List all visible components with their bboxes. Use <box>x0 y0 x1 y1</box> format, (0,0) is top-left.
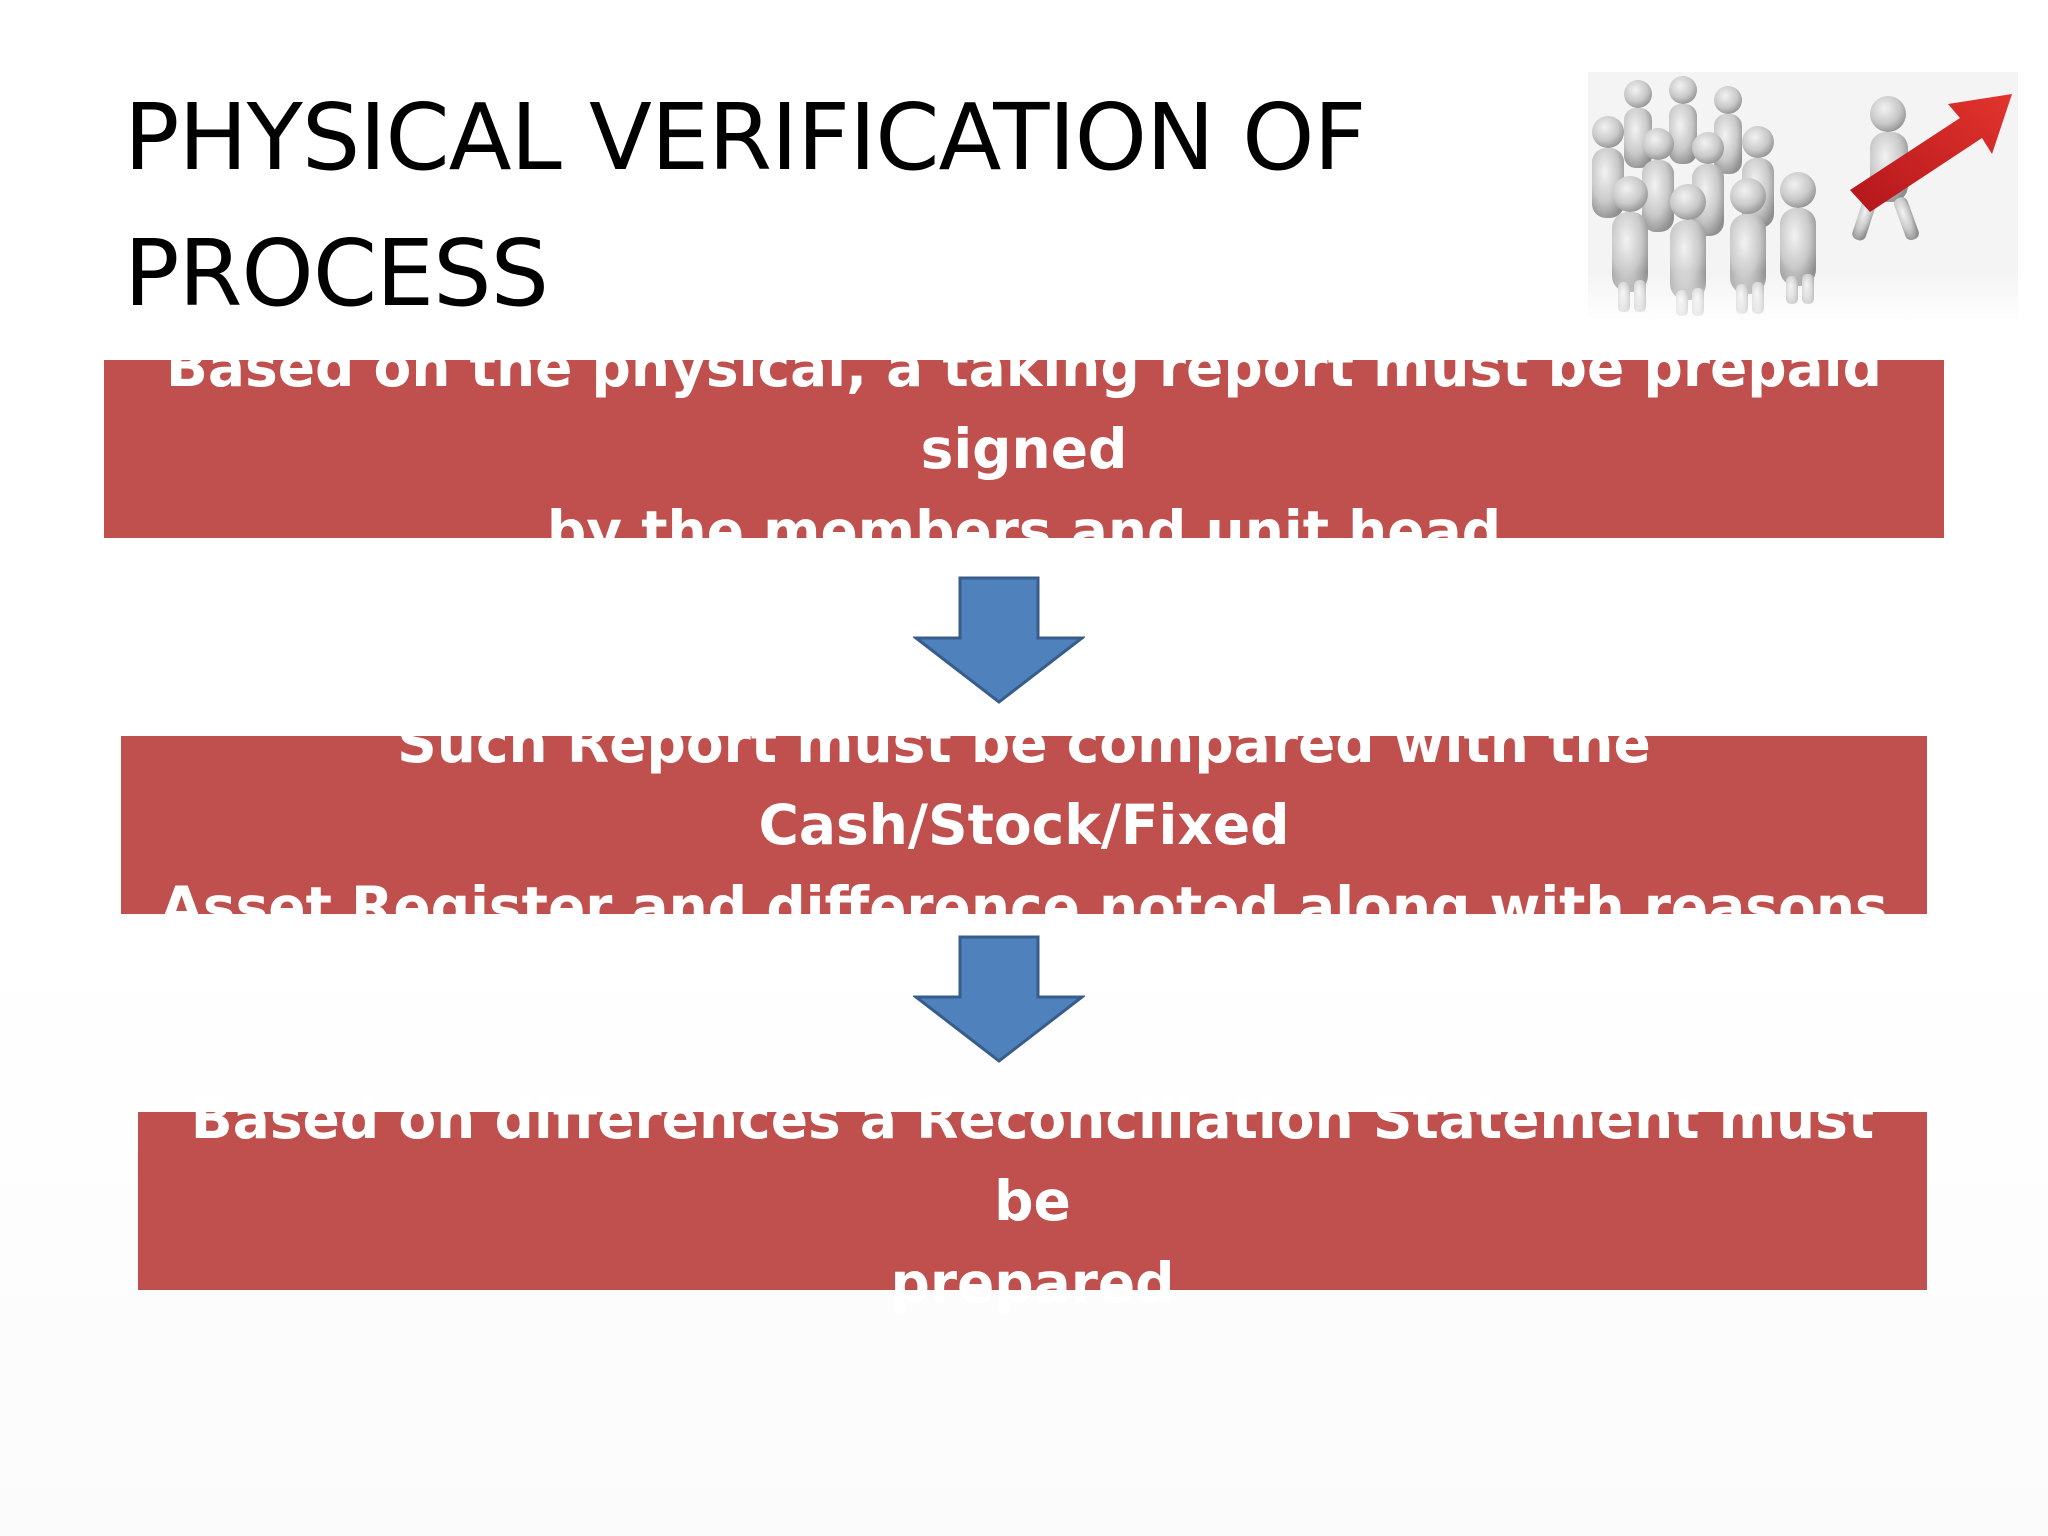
down-arrow-icon <box>913 576 1085 704</box>
down-arrow-icon <box>913 935 1085 1063</box>
process-step-2: Such Report must be compared with the Ca… <box>121 711 1927 939</box>
process-step-3: Based on differences a Reconciliation St… <box>138 1087 1927 1315</box>
people-following-leader-icon <box>1588 72 2018 320</box>
slide-title-line-2: PROCESS <box>124 220 549 327</box>
slide-title: PHYSICAL VERIFICATION OF PROCESS <box>124 70 1524 342</box>
process-step-1: Based on the physical, a taking report m… <box>104 335 1944 563</box>
slide-title-line-1: PHYSICAL VERIFICATION OF <box>124 84 1366 191</box>
